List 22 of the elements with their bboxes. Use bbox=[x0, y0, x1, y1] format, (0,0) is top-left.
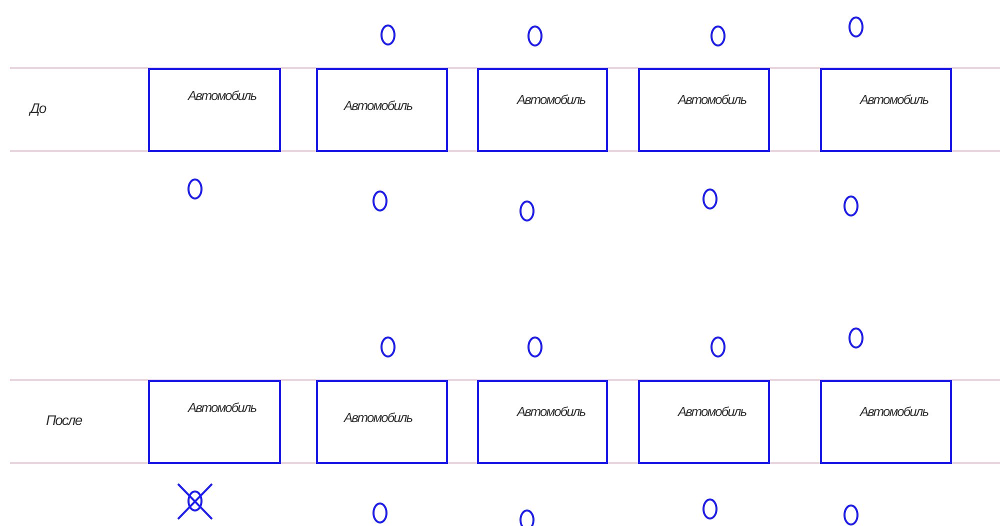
car-box bbox=[638, 68, 770, 152]
box-label: Автомобиль bbox=[188, 400, 256, 415]
box-label: Автомобиль bbox=[860, 404, 928, 419]
row-label: До bbox=[30, 100, 46, 116]
car-box bbox=[477, 380, 608, 464]
car-box bbox=[638, 380, 770, 464]
box-label: Автомобиль bbox=[344, 410, 412, 425]
car-box bbox=[316, 380, 448, 464]
box-label: Автомобиль bbox=[678, 92, 746, 107]
box-label: Автомобиль bbox=[517, 92, 586, 107]
car-box bbox=[477, 68, 608, 152]
car-box bbox=[316, 68, 448, 152]
car-box bbox=[820, 380, 952, 464]
car-box bbox=[148, 68, 281, 152]
box-label: Автомобиль bbox=[188, 88, 256, 103]
row-label: После bbox=[46, 412, 82, 428]
car-box bbox=[148, 380, 281, 464]
box-label: Автомобиль bbox=[517, 404, 586, 419]
box-label: Автомобиль bbox=[678, 404, 746, 419]
box-label: Автомобиль bbox=[860, 92, 928, 107]
car-box bbox=[820, 68, 952, 152]
box-label: Автомобиль bbox=[344, 98, 412, 113]
